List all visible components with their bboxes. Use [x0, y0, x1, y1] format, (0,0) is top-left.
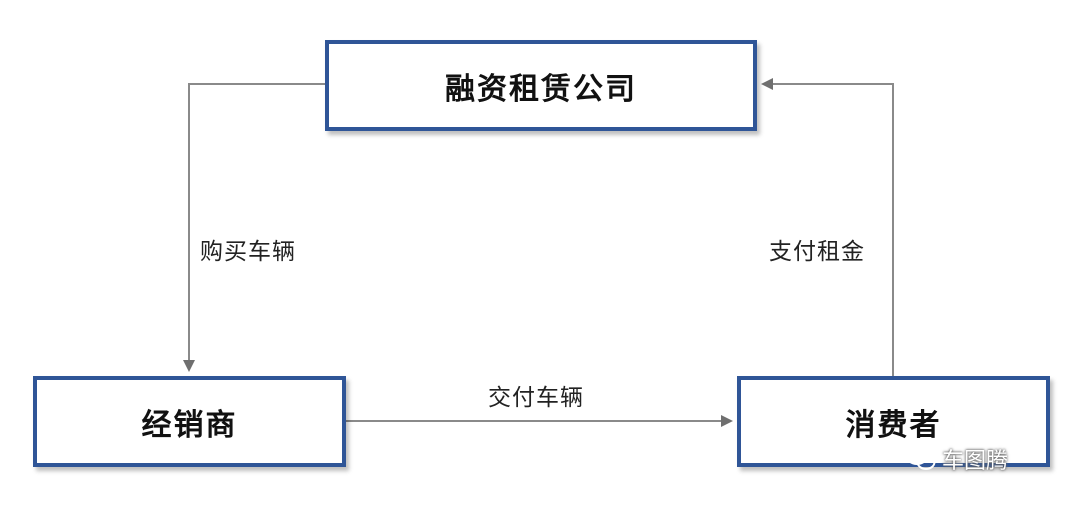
consumer-label: 消费者 — [845, 407, 942, 443]
dealer-node: 经销商 — [33, 376, 346, 467]
pay-rent-label: 支付租金 — [769, 239, 865, 265]
edge-buy-vehicle-arrow — [183, 83, 325, 372]
watermark-text: 车图腾 — [942, 449, 1009, 474]
watermark: 车图腾 — [906, 443, 1008, 475]
consumer-node: 消费者 — [737, 376, 1050, 467]
edge-pay-rent-arrow — [761, 78, 894, 376]
leasing-company-node: 融资租赁公司 — [325, 40, 757, 131]
leasing-company-label: 融资租赁公司 — [445, 71, 637, 107]
deliver-vehicle-label: 交付车辆 — [488, 385, 584, 411]
dealer-label: 经销商 — [141, 407, 238, 443]
buy-vehicle-label: 购买车辆 — [200, 239, 296, 265]
wechat-icon — [906, 447, 936, 470]
